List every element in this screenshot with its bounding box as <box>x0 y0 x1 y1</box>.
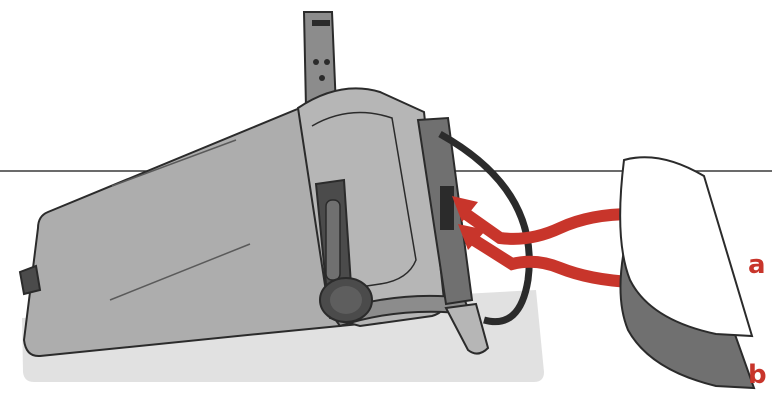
filter-slot <box>440 186 454 230</box>
insert-arrow-icon <box>466 214 632 282</box>
knob-icon <box>320 278 372 322</box>
callout-b: b <box>748 362 767 388</box>
callout-a: a <box>748 252 766 278</box>
left-clip-icon <box>20 266 40 294</box>
